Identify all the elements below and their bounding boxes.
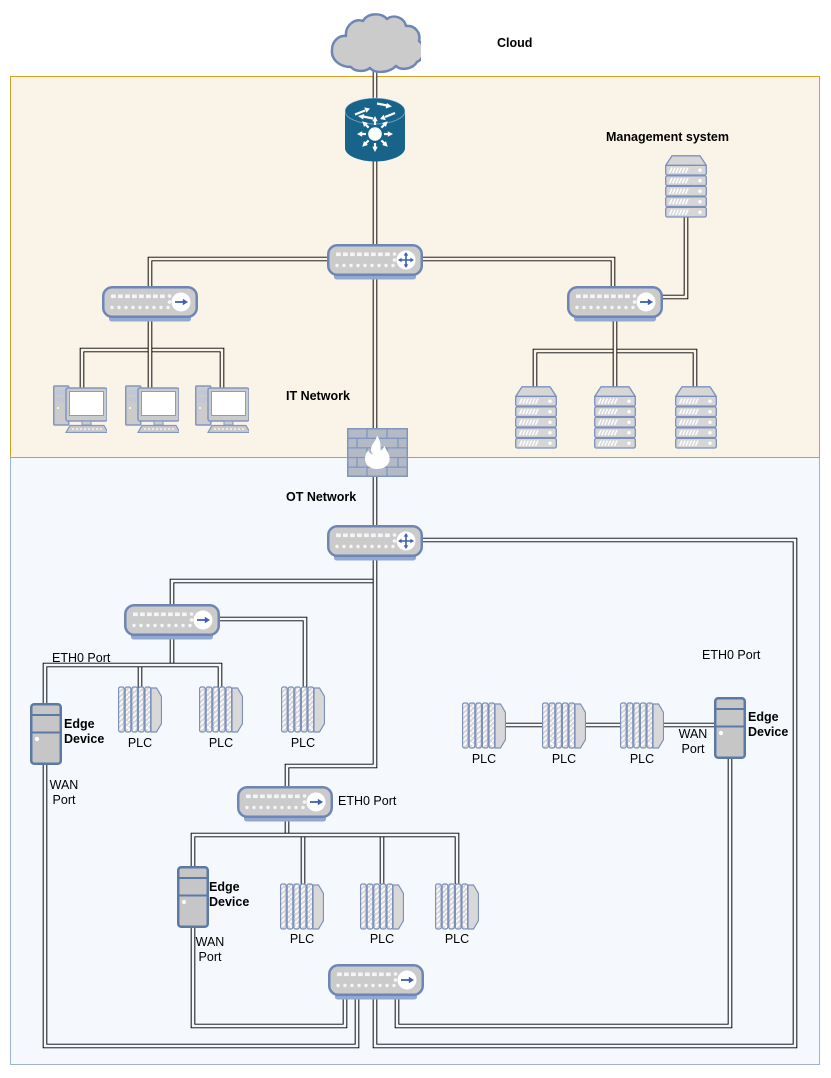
it-core-switch-icon: [327, 244, 423, 280]
ot-left-switch-icon: [124, 604, 220, 640]
it-right-switch-icon: [567, 286, 663, 322]
plc-icon: [360, 883, 404, 931]
cloud-icon: [329, 13, 421, 73]
plc-label: PLC: [369, 932, 395, 946]
plc-label: PLC: [290, 736, 316, 750]
ot-bottom-switch-icon: [328, 964, 424, 1000]
it-left-switch-icon: [102, 286, 198, 322]
plc-icon: [281, 686, 325, 734]
eth0-port-label: ETH0 Port: [338, 794, 397, 808]
edge-device-icon: [177, 866, 209, 928]
workstation-icon: [195, 385, 249, 433]
plc-label: PLC: [551, 752, 577, 766]
ot-network-label: OT Network: [286, 490, 357, 504]
workstation-icon: [53, 385, 107, 433]
ot-middle-switch-icon: [237, 786, 333, 822]
plc-icon: [435, 883, 479, 931]
cloud-label: Cloud: [497, 36, 533, 50]
server-icon: [515, 386, 557, 450]
edge-device-icon: [30, 703, 62, 765]
workstation-icon: [125, 385, 179, 433]
eth0-port-label: ETH0 Port: [52, 651, 111, 665]
plc-icon: [462, 702, 506, 750]
plc-icon: [280, 883, 324, 931]
plc-label: PLC: [471, 752, 497, 766]
wan-port-label: WAN Port: [195, 935, 225, 964]
wan-port-label: WAN Port: [49, 778, 79, 807]
edge-device-label: Edge Device: [748, 710, 789, 739]
wan-port-label: WAN Port: [678, 727, 708, 756]
plc-label: PLC: [444, 932, 470, 946]
plc-icon: [620, 702, 664, 750]
plc-label: PLC: [629, 752, 655, 766]
plc-icon: [118, 686, 162, 734]
it-network-label: IT Network: [286, 389, 350, 403]
plc-label: PLC: [289, 932, 315, 946]
edge-device-icon: [714, 697, 746, 759]
plc-icon: [542, 702, 586, 750]
management-server-icon: [665, 155, 707, 219]
eth0-port-label: ETH0 Port: [702, 648, 761, 662]
firewall-icon: [347, 428, 408, 477]
edge-device-label: Edge Device: [64, 717, 105, 746]
router-icon: [344, 97, 406, 163]
server-icon: [594, 386, 636, 450]
plc-label: PLC: [127, 736, 153, 750]
plc-icon: [199, 686, 243, 734]
server-icon: [675, 386, 717, 450]
management-system-label: Management system: [606, 130, 729, 144]
ot-core-switch-icon: [327, 525, 423, 561]
plc-label: PLC: [208, 736, 234, 750]
edge-device-label: Edge Device: [209, 880, 250, 909]
